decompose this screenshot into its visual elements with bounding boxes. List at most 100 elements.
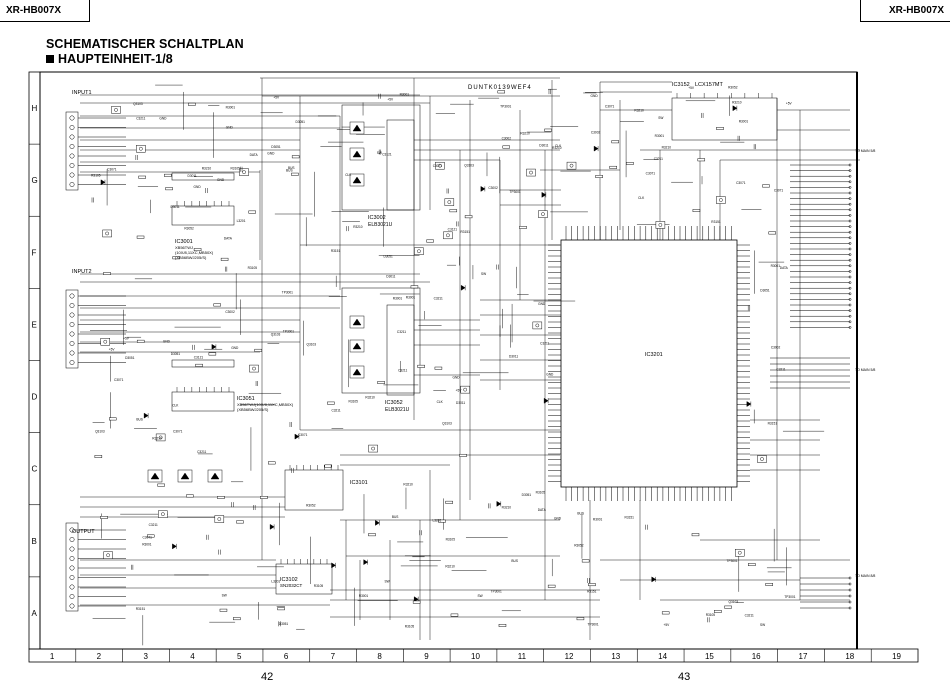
svg-text:C3121: C3121 [382, 152, 392, 156]
ic3051-part1: XB56TWJ(10X/8,11XC,MB50X) [237, 402, 294, 407]
column-label: 15 [705, 652, 714, 661]
column-label: 5 [237, 652, 242, 661]
svg-text:R3105: R3105 [536, 491, 546, 495]
svg-text:GND: GND [546, 372, 554, 376]
svg-text:C3071: C3071 [143, 535, 153, 539]
svg-text:R3210: R3210 [403, 482, 413, 486]
svg-text:C3071: C3071 [114, 378, 124, 382]
ic3001-part2: (10X/8,11XC,MB50X) [175, 250, 214, 255]
svg-text:CLK: CLK [638, 196, 645, 200]
column-label: 18 [845, 652, 854, 661]
svg-text:D3051: D3051 [271, 145, 281, 149]
svg-text:DATA: DATA [780, 266, 789, 270]
ic3051-label: IC3051 [237, 396, 255, 402]
svg-text:Q3103: Q3103 [95, 430, 105, 434]
svg-text:R3105: R3105 [314, 584, 324, 588]
ic3101-label: IC3101 [350, 480, 368, 486]
svg-text:CLK: CLK [437, 400, 444, 404]
svg-text:BUS: BUS [286, 168, 293, 172]
svg-text:L3201: L3201 [432, 519, 441, 523]
svg-text:R3151: R3151 [711, 220, 721, 224]
svg-text:DATA: DATA [250, 153, 259, 157]
svg-text:D3011: D3011 [509, 355, 518, 359]
svg-text:C3071: C3071 [173, 429, 183, 433]
subtitle-text: HAUPTEINHEIT-1/8 [58, 52, 173, 66]
svg-text:R3210: R3210 [365, 395, 375, 399]
ic3052-part: ELB3021U [385, 407, 410, 413]
svg-text:R3151: R3151 [768, 422, 778, 426]
svg-text:R3151: R3151 [587, 590, 597, 594]
svg-text:C3211: C3211 [434, 297, 443, 301]
svg-text:TP3001: TP3001 [588, 623, 599, 627]
svg-text:C3121: C3121 [194, 355, 204, 359]
svg-text:C3002: C3002 [771, 346, 781, 350]
row-label: F [32, 248, 37, 257]
ic3052-body [386, 304, 415, 396]
svg-text:C3211: C3211 [149, 523, 158, 527]
svg-text:TP3001: TP3001 [727, 559, 738, 563]
svg-text:C3121: C3121 [448, 228, 458, 232]
ic3152-part: LCX157MT [695, 82, 723, 88]
ic3002-body [386, 119, 415, 211]
svg-text:D3051: D3051 [760, 288, 770, 292]
svg-text:C3211: C3211 [397, 330, 406, 334]
svg-text:SW: SW [222, 594, 227, 598]
svg-text:R3151: R3151 [331, 249, 341, 253]
svg-text:R3210: R3210 [520, 132, 530, 136]
square-bullet-icon [46, 55, 54, 63]
svg-text:R3105: R3105 [349, 399, 359, 403]
to-main-3: TO MAIN 8/8 [855, 574, 875, 578]
ic3002-label: IC3002 [368, 215, 386, 221]
svg-text:+5V: +5V [109, 348, 116, 352]
column-label: 16 [752, 652, 761, 661]
svg-text:+5V: +5V [387, 98, 394, 102]
svg-text:Q3103: Q3103 [306, 342, 316, 346]
svg-text:C3211: C3211 [776, 367, 785, 371]
svg-text:C3071: C3071 [298, 433, 308, 437]
svg-text:Q3103: Q3103 [271, 333, 281, 337]
column-label: 19 [892, 652, 901, 661]
svg-text:D3011: D3011 [188, 174, 197, 178]
svg-text:R3210: R3210 [502, 506, 512, 510]
svg-text:R3210: R3210 [634, 109, 644, 113]
svg-text:C3071: C3071 [646, 172, 656, 176]
svg-text:R3001: R3001 [359, 594, 369, 598]
ic3201-body [560, 239, 738, 488]
svg-text:BUS: BUS [392, 515, 399, 519]
svg-text:SW: SW [481, 272, 486, 276]
row-label: G [32, 176, 38, 185]
svg-text:+5V: +5V [273, 95, 280, 99]
svg-text:R3151: R3151 [625, 515, 635, 519]
svg-text:+5V: +5V [456, 388, 463, 392]
column-ruler [28, 648, 919, 663]
svg-text:BUS: BUS [577, 511, 584, 515]
input2-label: INPUT2 [72, 269, 92, 275]
svg-text:CLK: CLK [172, 404, 179, 408]
svg-text:R3210: R3210 [445, 565, 455, 569]
column-label: 8 [377, 652, 382, 661]
ic3052-label: IC3052 [385, 400, 403, 406]
svg-text:+5V: +5V [688, 86, 695, 90]
svg-text:D3011: D3011 [456, 401, 465, 405]
svg-text:D3051: D3051 [171, 352, 181, 356]
svg-text:C3071: C3071 [774, 188, 784, 192]
ic3101-body [284, 469, 344, 511]
svg-text:Q3103: Q3103 [728, 600, 738, 604]
ic3001-part3: (XB56BWJ205/S) [175, 255, 207, 260]
svg-text:BUS: BUS [136, 417, 143, 421]
output-connector [65, 522, 79, 612]
svg-text:C3211: C3211 [398, 369, 407, 373]
svg-text:R3001: R3001 [226, 105, 236, 109]
svg-text:R3001: R3001 [771, 264, 781, 268]
svg-text:GND: GND [452, 375, 460, 379]
svg-text:R3210: R3210 [152, 436, 162, 440]
schematic-subtitle: HAUPTEINHEIT-1/8 [46, 52, 173, 66]
svg-text:C3002: C3002 [488, 186, 498, 190]
svg-text:SW: SW [658, 116, 663, 120]
column-label: 14 [658, 652, 667, 661]
ic3201-label: IC3201 [645, 352, 663, 358]
svg-text:D3011: D3011 [170, 205, 179, 209]
svg-text:R3001: R3001 [739, 119, 749, 123]
column-label: 7 [331, 652, 336, 661]
svg-text:R3001: R3001 [655, 134, 665, 138]
